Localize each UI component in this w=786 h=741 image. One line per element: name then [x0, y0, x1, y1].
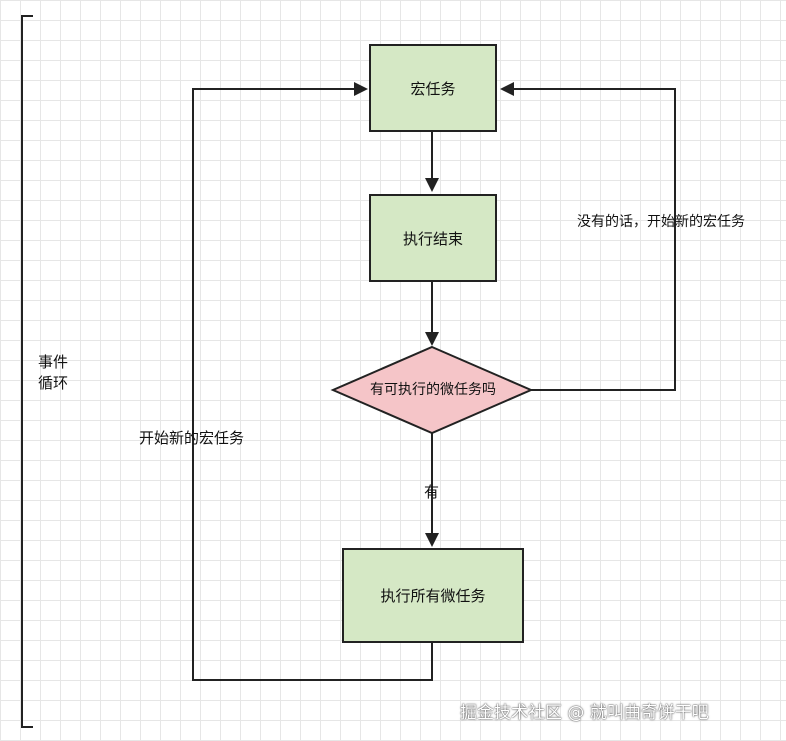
event-loop-label-line2: 循环	[38, 374, 69, 392]
macro-task-node: 宏任务	[369, 44, 497, 132]
no-branch-label: 没有的话，开始新的宏任务	[577, 214, 745, 230]
arrow-no-to-macro	[500, 82, 676, 391]
arrow-micro-to-macro	[192, 82, 433, 681]
exec-all-micro-label: 执行所有微任务	[380, 587, 486, 605]
decision-label: 有可执行的微任务吗	[370, 382, 496, 398]
watermark: 掘金技术社区 @ 就叫曲奇饼干吧	[460, 703, 709, 723]
macro-task-label: 宏任务	[410, 79, 456, 98]
yes-branch-label: 有	[424, 483, 440, 501]
exec-all-micro-node: 执行所有微任务	[342, 548, 524, 643]
event-loop-label-line1: 事件	[38, 353, 69, 371]
event-loop-bracket	[21, 15, 33, 728]
decision-diamond	[330, 345, 534, 435]
exec-end-node: 执行结束	[369, 194, 497, 282]
loop-back-label: 开始新的宏任务	[139, 429, 245, 447]
exec-end-label: 执行结束	[402, 229, 463, 248]
